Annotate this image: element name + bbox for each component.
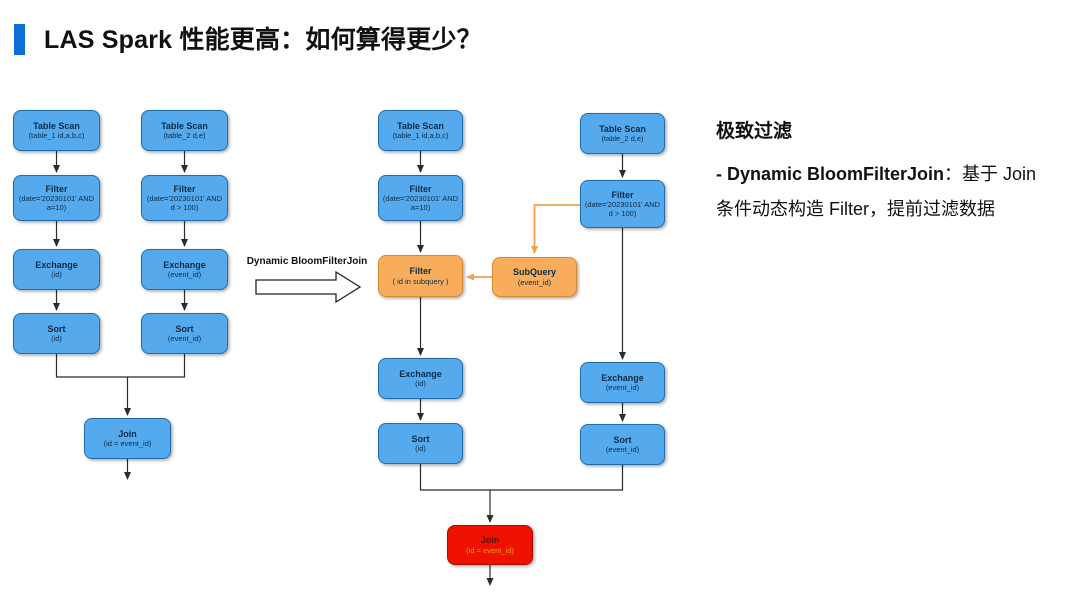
note-line-1: - Dynamic BloomFilterJoin：基于 Join <box>716 157 1078 192</box>
node-title: Filter <box>45 183 68 194</box>
node-before-sort-2: Sort (event_id) <box>141 313 228 354</box>
node-title: Sort <box>411 433 430 444</box>
node-subtitle: (table_1 id,a,b,c) <box>28 131 85 141</box>
node-before-sort-1: Sort (id) <box>13 313 100 354</box>
note-line-2: 条件动态构造 Filter，提前过滤数据 <box>716 199 995 219</box>
node-subtitle: (event_id) <box>167 270 202 280</box>
node-after-join: Join (id = event_id) <box>447 525 533 565</box>
note-line1-rest: ：基于 Join <box>944 164 1037 184</box>
node-subtitle: (table_2 d,e) <box>601 134 644 144</box>
node-after-sort-1: Sort (id) <box>378 423 463 464</box>
node-title: Exchange <box>601 372 644 383</box>
node-title: Sort <box>47 323 66 334</box>
node-title: Exchange <box>399 368 442 379</box>
node-subtitle: (event_id) <box>517 277 552 287</box>
node-after-filter-2: Filter (date='20230101' AND d > 100) <box>580 180 665 228</box>
node-after-filter-1: Filter (date='20230101' AND a=10) <box>378 175 463 221</box>
node-title: Filter <box>173 183 196 194</box>
node-title: Exchange <box>35 259 78 270</box>
node-subtitle: (date='20230101' AND a=10) <box>382 194 459 213</box>
page-title: LAS Spark 性能更高：如何算得更少？ <box>44 26 482 54</box>
node-title: Table Scan <box>397 120 444 131</box>
node-title: Sort <box>613 434 632 445</box>
node-title: SubQuery <box>512 267 556 278</box>
node-after-exchange-1: Exchange (id) <box>378 358 463 399</box>
node-subquery: SubQuery (event_id) <box>492 257 577 297</box>
node-subtitle: (id) <box>415 379 426 389</box>
node-subtitle: (table_1 id,a,b,c) <box>392 131 449 141</box>
node-subtitle: (event_id) <box>605 445 640 455</box>
node-subtitle: (id = event_id) <box>466 545 514 555</box>
node-title: Table Scan <box>33 120 80 131</box>
node-before-exchange-1: Exchange (id) <box>13 249 100 290</box>
node-title: Join <box>118 428 137 439</box>
node-after-sort-2: Sort (event_id) <box>580 424 665 465</box>
node-title: Sort <box>175 323 194 334</box>
node-before-filter-2: Filter (date='20230101' AND d > 100) <box>141 175 228 221</box>
node-title: Filter <box>409 183 432 194</box>
node-title: Exchange <box>163 259 206 270</box>
note-block: 极致过滤 - Dynamic BloomFilterJoin：基于 Join 条… <box>716 116 1078 227</box>
node-before-exchange-2: Exchange (event_id) <box>141 249 228 290</box>
node-subtitle: ( id in subquery ) <box>392 276 449 286</box>
node-before-scan-2: Table Scan (table_2 d,e) <box>141 110 228 151</box>
node-subtitle: (event_id) <box>605 383 640 393</box>
note-line1-bold: - Dynamic BloomFilterJoin <box>716 164 945 184</box>
node-subtitle: (date='20230101' AND d > 100) <box>584 200 661 219</box>
node-title: Join <box>480 535 500 546</box>
node-subtitle: (date='20230101' AND a=10) <box>18 194 95 213</box>
transform-arrow-icon <box>255 270 362 304</box>
node-title: Filter <box>409 266 432 277</box>
node-subtitle: (id) <box>415 444 426 454</box>
node-subtitle: (date='20230101' AND d > 100) <box>146 194 223 213</box>
node-after-exchange-2: Exchange (event_id) <box>580 362 665 403</box>
node-subtitle: (event_id) <box>167 334 202 344</box>
node-subtitle: (id = event_id) <box>103 439 152 449</box>
node-subtitle: (table_2 d,e) <box>163 131 206 141</box>
node-title: Table Scan <box>161 120 208 131</box>
node-title: Filter <box>611 189 634 200</box>
node-subtitle: (id) <box>51 334 62 344</box>
node-before-filter-1: Filter (date='20230101' AND a=10) <box>13 175 100 221</box>
node-subtitle: (id) <box>51 270 62 280</box>
transform-label: Dynamic BloomFilterJoin <box>246 256 368 267</box>
node-after-bloom-filter: Filter ( id in subquery ) <box>378 255 463 297</box>
node-before-scan-1: Table Scan (table_1 id,a,b,c) <box>13 110 100 151</box>
note-heading: 极致过滤 <box>716 121 793 142</box>
node-after-scan-1: Table Scan (table_1 id,a,b,c) <box>378 110 463 151</box>
node-title: Table Scan <box>599 123 646 134</box>
node-before-join: Join (id = event_id) <box>84 418 171 459</box>
title-accent-bar <box>14 24 25 55</box>
node-after-scan-2: Table Scan (table_2 d,e) <box>580 113 665 154</box>
